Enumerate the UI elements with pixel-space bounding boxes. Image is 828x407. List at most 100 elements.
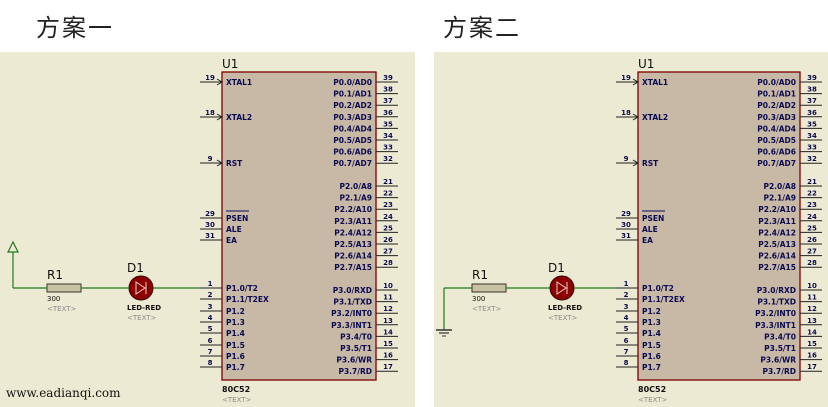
pin-arrow-marker [216,159,223,167]
left-pin-label: P1.0/T2 [642,284,674,293]
right-pin-label: P0.3/AD3 [333,113,372,122]
left-pin-label: P1.4 [226,329,245,338]
left-pin-number: 8 [624,359,629,367]
right-pin-label: P2.7/A15 [758,263,796,272]
right-pin-label: P0.3/AD3 [757,113,796,122]
right-pin-number: 12 [807,305,817,313]
right-pin-label: P0.0/AD0 [757,78,796,87]
right-pin-label: P2.2/A10 [758,205,796,214]
left-pin-label: P1.3 [642,318,661,327]
led-d1-body [549,275,575,301]
right-pin-number: 13 [807,317,817,325]
led-d1-body [128,275,154,301]
pin-arrow-marker [632,113,639,121]
right-pin-number: 24 [807,213,817,221]
left-pin-label: XTAL1 [226,78,252,87]
right-pin-number: 16 [383,352,393,360]
right-pin-number: 35 [383,120,393,128]
right-pin-label: P2.3/A11 [334,217,372,226]
left-pin-number: 1 [624,280,629,288]
left-pin-label: P1.5 [226,341,245,350]
left-pin-label: P1.4 [642,329,661,338]
right-pin-label: P0.2/AD2 [757,101,796,110]
left-pin-label: P1.1/T2EX [226,295,269,304]
right-pin-number: 22 [383,190,393,198]
right-pin-number: 39 [807,74,817,82]
pin-arrow-marker [632,159,639,167]
resistor-value: 300 [472,295,485,303]
right-pin-label: P3.6/WR [336,356,372,365]
chip-text-tag: <TEXT> [638,396,668,404]
right-pin-label: P3.5/T1 [340,344,372,353]
resistor-ref: R1 [47,268,63,282]
left-pin-number: 4 [624,314,629,322]
left-pin-number: 31 [205,232,215,240]
left-pin-label: P1.7 [642,363,661,372]
right-pin-number: 36 [383,109,393,117]
right-pin-label: P2.5/A13 [334,240,372,249]
resistor-value: 300 [47,295,60,303]
left-pin-number: 30 [621,221,631,229]
left-pin-label: P1.3 [226,318,245,327]
left-pin-number: 2 [208,291,213,299]
right-pin-number: 34 [383,132,393,140]
left-pin-number: 18 [621,109,631,117]
led-diode-symbol [556,281,567,295]
right-pin-label: P2.3/A11 [758,217,796,226]
left-pin-label: PSEN [642,214,664,223]
right-pin-number: 28 [383,259,393,267]
left-pin-number: 5 [624,325,629,333]
right-pin-number: 26 [807,236,817,244]
left-pin-label: P1.1/T2EX [642,295,685,304]
right-pin-number: 21 [807,178,817,186]
right-pin-label: P3.3/INT1 [755,321,796,330]
right-pin-number: 12 [383,305,393,313]
right-pin-number: 17 [807,363,817,371]
left-pin-label: P1.2 [642,307,661,316]
left-pin-number: 9 [208,155,213,163]
right-pin-label: P3.2/INT0 [331,309,372,318]
left-pin-label: P1.6 [226,352,245,361]
left-pin-number: 30 [205,221,215,229]
left-pin-label: ALE [226,225,242,234]
right-pin-number: 28 [807,259,817,267]
left-pin-number: 4 [208,314,213,322]
led-ref: D1 [548,261,565,275]
right-pin-number: 23 [807,201,817,209]
right-pin-number: 16 [807,352,817,360]
right-pin-number: 27 [383,248,393,256]
left-pin-label: P1.2 [226,307,245,316]
right-pin-number: 10 [807,282,817,290]
right-pin-number: 33 [807,144,817,152]
chip-ref: U1 [222,57,238,71]
right-pin-label: P2.6/A14 [334,252,372,261]
right-pin-label: P3.1/TXD [333,298,372,307]
right-pin-number: 38 [807,86,817,94]
left-pin-label: PSEN [226,214,248,223]
right-pin-label: P2.0/A8 [763,182,796,191]
right-pin-label: P2.6/A14 [758,252,796,261]
power-arrow-icon [7,240,19,253]
left-pin-label: RST [642,159,659,168]
chip-body [221,71,377,381]
resistor-r1 [46,283,82,293]
pin-arrow-marker [216,78,223,86]
right-pin-label: P3.1/TXD [757,298,796,307]
right-pin-label: P2.0/A8 [339,182,372,191]
right-pin-label: P3.6/WR [760,356,796,365]
right-pin-number: 22 [807,190,817,198]
left-pin-label: XTAL1 [642,78,668,87]
resistor-text-tag: <TEXT> [47,305,77,313]
resistor-ref: R1 [472,268,488,282]
pin-arrow-marker [632,78,639,86]
right-pin-number: 17 [383,363,393,371]
right-pin-number: 15 [807,340,817,348]
right-pin-number: 37 [383,97,393,105]
left-pin-number: 7 [208,348,213,356]
left-pin-number: 2 [624,291,629,299]
right-pin-label: P2.2/A10 [334,205,372,214]
right-pin-label: P2.4/A12 [758,228,796,237]
left-pin-number: 9 [624,155,629,163]
